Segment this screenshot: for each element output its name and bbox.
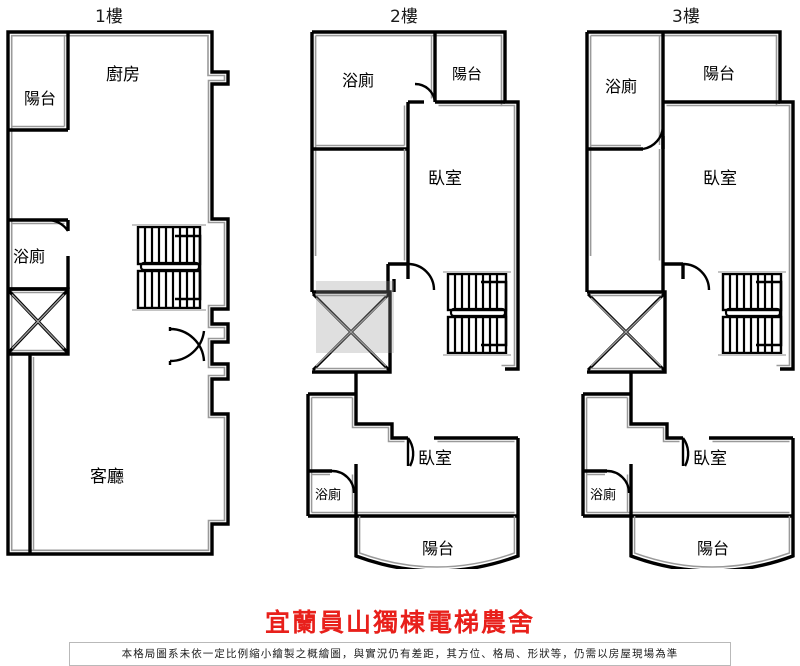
curved-balcony	[629, 516, 795, 569]
floor-2-room-bathroom-lower: 浴廁	[315, 487, 341, 503]
floor-2-room-bedroom-lower: 臥室	[418, 449, 452, 469]
floor-2-room-bedroom-upper: 臥室	[428, 169, 462, 189]
curved-balcony	[354, 516, 520, 569]
staircase-icon	[132, 224, 206, 311]
floor-1-plan: 陽台 廚房 浴廁 客廳	[6, 30, 230, 556]
disclaimer-text: 本格局圖系未依一定比例縮小繪製之概繪圖，與實況仍有差距，其方位、格局、形狀等，仍…	[121, 648, 679, 660]
staircase-icon	[718, 271, 786, 356]
floor-3-room-balcony-upper: 陽台	[703, 64, 735, 83]
floor-2-plan: 浴廁 陽台 臥室 臥室 浴廁 陽台	[306, 30, 520, 569]
page-title: 宜蘭員山獨棟電梯農舍	[264, 608, 535, 637]
floor-3-room-bedroom-upper: 臥室	[703, 169, 737, 189]
floor-3-plan: 浴廁 陽台 臥室 臥室 浴廁 陽台	[581, 30, 795, 569]
floor-3-room-bathroom-upper: 浴廁	[605, 77, 637, 96]
floor-1-title: 1樓	[95, 7, 123, 27]
floor-1-room-balcony: 陽台	[24, 89, 56, 108]
caption-block: 宜蘭員山獨棟電梯農舍 本格局圖系未依一定比例縮小繪製之概繪圖，與實況仍有差距，其…	[0, 608, 800, 666]
floor-3-room-balcony-lower: 陽台	[697, 539, 729, 558]
floor-2-room-balcony-lower: 陽台	[422, 539, 454, 558]
door-swing-icon	[407, 262, 436, 291]
floor-2-room-bathroom-upper: 浴廁	[342, 71, 374, 90]
door-swing-icon	[681, 437, 690, 467]
floor-2-room-balcony-upper: 陽台	[452, 65, 482, 83]
floor-2-title: 2樓	[390, 7, 418, 27]
door-swing-icon	[331, 469, 356, 494]
door-swing-icon	[642, 125, 665, 151]
floor-1-room-bathroom: 浴廁	[13, 247, 45, 266]
floor-1-room-kitchen: 廚房	[106, 64, 140, 85]
floor-3-room-bedroom-lower: 臥室	[693, 449, 727, 469]
door-swing-icon	[406, 437, 415, 467]
door-swing-icon	[682, 262, 711, 291]
staircase-icon	[443, 271, 511, 356]
floor-1-room-living: 客廳	[90, 467, 124, 487]
floor-3-title: 3樓	[672, 7, 700, 27]
disclaimer-box: 本格局圖系未依一定比例縮小繪製之概繪圖，與實況仍有差距，其方位、格局、形狀等，仍…	[69, 642, 731, 666]
door-swing-icon	[414, 82, 437, 103]
door-swing-icon	[168, 327, 206, 365]
floor-3-room-bathroom-lower: 浴廁	[590, 487, 616, 503]
door-swing-icon	[44, 218, 69, 232]
door-swing-icon	[606, 469, 631, 494]
